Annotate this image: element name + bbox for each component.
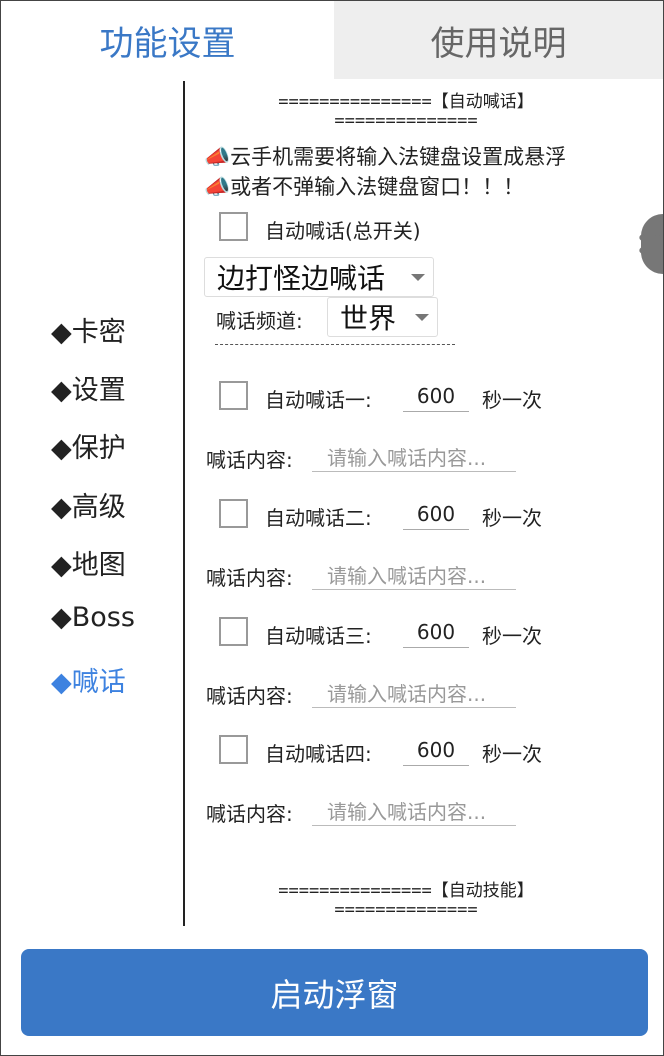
shout-3-label: 自动喊话三: [265, 624, 372, 648]
shout-2-label: 自动喊话二: [265, 506, 372, 530]
sidebar-item-shout[interactable]: ◆喊话 [51, 667, 126, 698]
shout-3-checkbox[interactable] [219, 617, 248, 646]
shout-1-checkbox[interactable] [219, 381, 248, 410]
megaphone-icon: 📣 [204, 145, 231, 169]
shout-2-interval-input[interactable]: 600 [403, 502, 469, 530]
start-float-window-button[interactable]: 启动浮窗 [21, 949, 648, 1036]
sidebar-item-card-key[interactable]: ◆卡密 [51, 317, 126, 348]
sidebar-item-advanced[interactable]: ◆高级 [51, 492, 126, 523]
shout-1-label: 自动喊话一: [265, 388, 372, 412]
divider [183, 81, 185, 926]
shout-2-checkbox[interactable] [219, 499, 248, 528]
shout-3-content-input[interactable]: 请输入喊话内容... [312, 678, 516, 708]
shout-1-unit: 秒一次 [482, 388, 542, 412]
section-header: ===============【自动喊话】 [278, 92, 534, 112]
shout-3-interval-input[interactable]: 600 [403, 620, 469, 648]
mode-select-value: 边打怪边喊话 [217, 262, 386, 295]
shout-2-content-label: 喊话内容: [206, 566, 293, 590]
shout-1-content-label: 喊话内容: [206, 448, 293, 472]
shout-2-content-input[interactable]: 请输入喊话内容... [312, 560, 516, 590]
sidebar-item-boss[interactable]: ◆Boss [51, 602, 135, 633]
shout-4-checkbox[interactable] [219, 735, 248, 764]
note-text: 或者不弹输入法键盘窗口！！！ [230, 175, 525, 199]
sidebar-item-map[interactable]: ◆地图 [51, 550, 126, 581]
sidebar-item-settings[interactable]: ◆设置 [51, 375, 126, 406]
chevron-down-icon [415, 314, 429, 321]
skill-section-header: ===============【自动技能】 [278, 881, 534, 901]
master-switch-checkbox[interactable] [219, 212, 248, 241]
sidebar-item-protection[interactable]: ◆保护 [51, 433, 126, 464]
shout-1-content-input[interactable]: 请输入喊话内容... [312, 442, 516, 472]
shout-4-interval-input[interactable]: 600 [403, 738, 469, 766]
section-header-cont: ============== [334, 111, 478, 131]
megaphone-icon: 📣 [204, 175, 231, 199]
channel-select-value: 世界 [340, 302, 397, 335]
shout-4-label: 自动喊话四: [265, 742, 372, 766]
shout-1-interval-input[interactable]: 600 [403, 384, 469, 412]
skill-section-header-cont: ============== [334, 900, 478, 920]
shout-3-unit: 秒一次 [482, 624, 542, 648]
shout-4-content-input[interactable]: 请输入喊话内容... [312, 796, 516, 826]
shout-4-unit: 秒一次 [482, 742, 542, 766]
channel-label: 喊话频道: [216, 309, 303, 333]
tab-settings[interactable]: 功能设置 [1, 1, 334, 79]
note-text: 云手机需要将输入法键盘设置成悬浮 [230, 145, 567, 169]
chevron-down-icon [411, 274, 425, 281]
shout-4-content-label: 喊话内容: [206, 802, 293, 826]
shout-2-unit: 秒一次 [482, 506, 542, 530]
tab-instructions[interactable]: 使用说明 [334, 1, 663, 79]
channel-select[interactable]: 世界 [327, 297, 438, 337]
mode-select[interactable]: 边打怪边喊话 [204, 257, 434, 297]
master-switch-label: 自动喊话(总开关) [265, 219, 421, 243]
shout-3-content-label: 喊话内容: [206, 684, 293, 708]
separator [215, 344, 455, 345]
close-float-icon[interactable] [641, 214, 663, 274]
